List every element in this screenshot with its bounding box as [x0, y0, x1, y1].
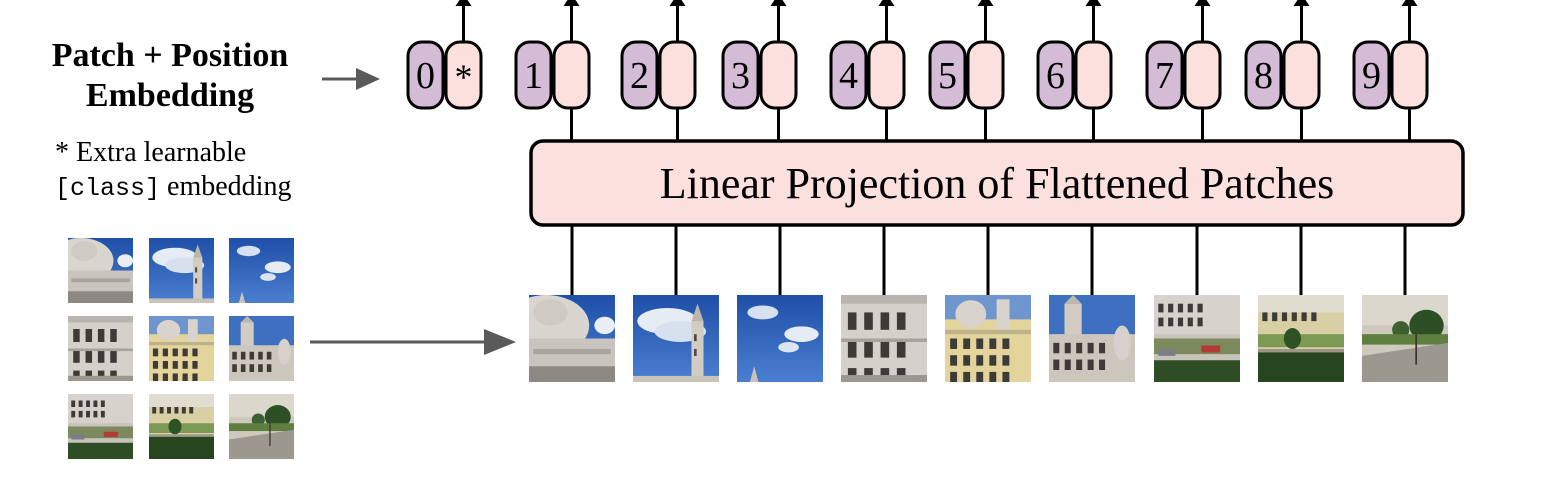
patch-embedding-9	[1390, 40, 1429, 110]
position-embedding-3	[721, 40, 760, 110]
token-4: 4	[829, 0, 906, 141]
caption-title-line1: Patch + Position	[51, 37, 289, 74]
token-output-arrowhead	[1085, 0, 1102, 6]
token-1: 1	[514, 0, 591, 141]
token-output-arrowhead	[770, 0, 787, 6]
token-7: 7	[1145, 0, 1222, 141]
token-0: 0*	[406, 0, 483, 110]
sequence-patch-8	[1258, 295, 1344, 382]
grid-patch-3	[229, 238, 294, 303]
token-output-arrowhead	[563, 0, 580, 6]
caption-title-line2: Embedding	[85, 77, 255, 114]
grid-patch-4	[68, 316, 133, 381]
token-8: 8	[1244, 0, 1321, 141]
patch-embedding-6	[1074, 40, 1113, 110]
position-index-label: 9	[1362, 55, 1381, 97]
patch-embedding-7	[1183, 40, 1222, 110]
sequence-patch-1	[529, 295, 615, 382]
token-output-arrowhead	[669, 0, 686, 6]
note-class-code: [class]	[55, 174, 161, 203]
position-embedding-7	[1145, 40, 1184, 110]
sequence-patch-7	[1154, 295, 1240, 382]
position-embedding-2	[620, 40, 659, 110]
position-embedding-4	[829, 40, 868, 110]
sequence-patch-6	[1049, 295, 1135, 382]
class-token-star: *	[455, 57, 473, 97]
position-index-label: 6	[1046, 55, 1065, 97]
position-index-label: 4	[839, 55, 858, 97]
patch-embedding-2	[658, 40, 697, 110]
patch-embedding-3	[759, 40, 798, 110]
grid-patch-2	[149, 238, 214, 303]
position-index-label: 7	[1155, 55, 1174, 97]
token-3: 3	[721, 0, 798, 141]
class-token-note: * Extra learnable [class] embedding	[55, 136, 291, 206]
linear-projection-box	[529, 139, 1465, 227]
note-star: *	[55, 137, 69, 168]
grid-patch-5	[149, 316, 214, 381]
position-embedding-0	[406, 40, 445, 110]
token-output-arrowhead	[878, 0, 895, 6]
grid-patch-7	[68, 394, 133, 459]
position-embedding-6	[1036, 40, 1075, 110]
patch-embedding-0	[444, 40, 483, 110]
position-embedding-8	[1244, 40, 1283, 110]
sequence-patch-5	[945, 295, 1031, 382]
patch-grid-arrow	[310, 329, 516, 355]
token-output-arrowhead	[1293, 0, 1310, 6]
grid-patch-1	[68, 238, 133, 303]
token-9: 9	[1352, 0, 1429, 141]
note-line2: embedding	[167, 171, 292, 202]
grid-patch-8	[149, 394, 214, 459]
position-index-label: 2	[630, 55, 649, 97]
position-index-label: 3	[731, 55, 750, 97]
note-line1: Extra learnable	[76, 137, 247, 168]
grid-patch-9	[229, 394, 294, 459]
patch-embedding-8	[1282, 40, 1321, 110]
patch-embedding-1	[552, 40, 591, 110]
patch-embedding-5	[966, 40, 1005, 110]
position-index-label: 0	[416, 55, 435, 97]
token-output-arrowhead	[1194, 0, 1211, 6]
token-5: 5	[928, 0, 1005, 141]
sequence-patch-2	[633, 295, 719, 382]
grid-patch-6	[229, 316, 294, 381]
patch-embedding-4	[867, 40, 906, 110]
sequence-patch-3	[737, 295, 823, 382]
token-output-arrowhead	[455, 0, 472, 6]
token-output-arrowhead	[977, 0, 994, 6]
token-2: 2	[620, 0, 697, 141]
sequence-patch-9	[1362, 295, 1448, 382]
position-embedding-1	[514, 40, 553, 110]
caption-arrow	[322, 68, 380, 90]
position-embedding-5	[928, 40, 967, 110]
position-index-label: 8	[1254, 55, 1273, 97]
sequence-patch-4	[841, 295, 927, 382]
embedding-caption-title: Patch + Position Embedding	[20, 36, 320, 116]
position-index-label: 5	[938, 55, 957, 97]
linear-projection-label: Linear Projection of Flattened Patches	[659, 158, 1335, 208]
position-embedding-9	[1352, 40, 1391, 110]
position-index-label: 1	[524, 55, 543, 97]
token-6: 6	[1036, 0, 1113, 141]
token-output-arrowhead	[1401, 0, 1418, 6]
